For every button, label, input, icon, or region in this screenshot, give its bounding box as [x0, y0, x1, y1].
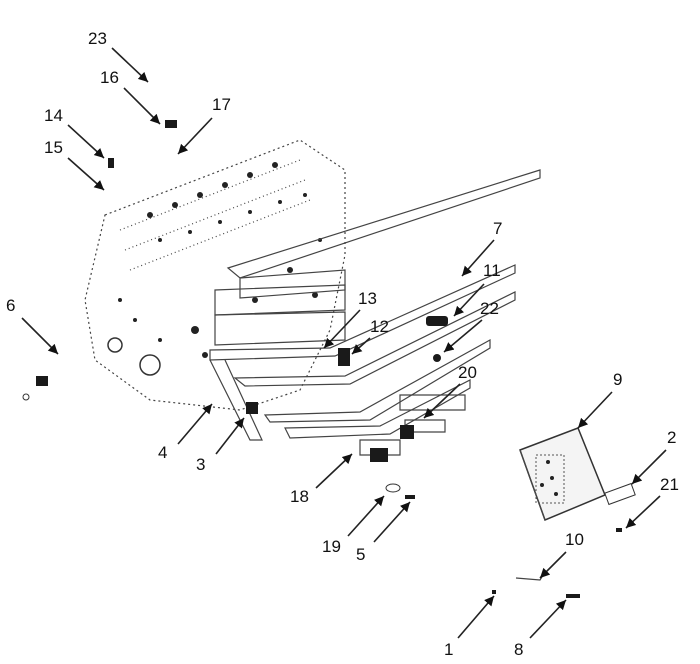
parts: [22, 120, 636, 598]
engine-block: [84, 139, 346, 411]
callout-12: 12: [370, 317, 389, 336]
part-12: [338, 348, 350, 366]
part-18: [370, 448, 388, 462]
callout-10: 10: [565, 530, 584, 549]
callout-6: 6: [6, 296, 15, 315]
part-21: [616, 528, 622, 532]
part-6-washer: [22, 393, 30, 401]
callout-17: 17: [212, 95, 231, 114]
part-3: [246, 402, 258, 414]
callout-11: 11: [483, 261, 501, 280]
part-2: [604, 482, 636, 506]
callout-5: 5: [356, 545, 365, 564]
callout-22: 22: [480, 299, 499, 318]
callout-13: 13: [358, 289, 377, 308]
part-10: [515, 571, 546, 581]
part-11: [426, 316, 448, 326]
wiring-harness: [209, 169, 541, 456]
part-1: [492, 590, 496, 594]
callout-4: 4: [158, 443, 167, 462]
part-22: [433, 354, 441, 362]
callout-3: 3: [196, 455, 205, 474]
part-5: [405, 495, 415, 499]
callout-23: 23: [88, 29, 107, 48]
part-14: [108, 158, 114, 168]
callout-19: 19: [322, 537, 341, 556]
callouts: 23 16 17 14 15 7 11 13 12 22 6 20 9 4 3 …: [6, 29, 679, 659]
callout-18: 18: [290, 487, 309, 506]
callout-16: 16: [100, 68, 119, 87]
callout-20: 20: [458, 363, 477, 382]
callout-1: 1: [444, 640, 453, 659]
part-16: [165, 120, 177, 128]
callout-8: 8: [514, 640, 523, 659]
callout-21: 21: [660, 475, 679, 494]
callout-2: 2: [667, 428, 676, 447]
part-9-ecm-module: [519, 427, 606, 521]
part-6: [36, 376, 48, 386]
callout-15: 15: [44, 138, 63, 157]
callout-7: 7: [493, 219, 502, 238]
part-19: [385, 483, 401, 493]
callout-14: 14: [44, 106, 63, 125]
callout-9: 9: [613, 370, 622, 389]
part-20: [400, 425, 414, 439]
part-8: [566, 594, 580, 598]
